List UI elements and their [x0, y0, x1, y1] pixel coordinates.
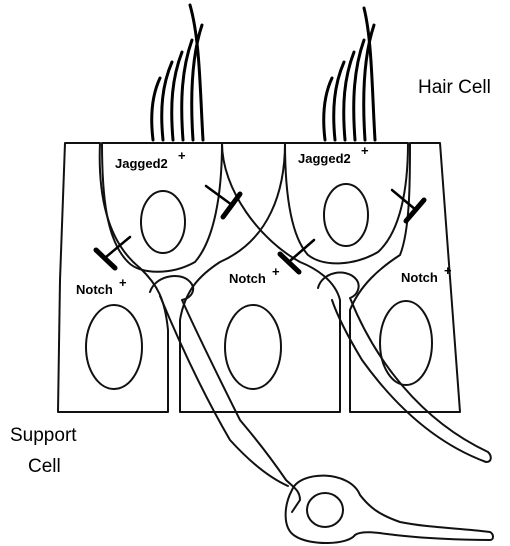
- notch-plus-3: +: [444, 263, 452, 278]
- support-cell-nucleus-2: [225, 305, 281, 389]
- stereocilia-bundle-right: [324, 8, 375, 140]
- nerve-fiber-left: [150, 276, 300, 512]
- hair-cell-nucleus-left: [141, 191, 185, 253]
- ganglion-nucleus: [307, 493, 343, 527]
- support-cell-1: [58, 143, 168, 412]
- jagged2-label-left: Jagged2: [115, 156, 168, 171]
- support-cell-nucleus-1: [86, 305, 142, 389]
- jagged2-label-right: Jagged2: [298, 151, 351, 166]
- stereocilia-bundle-left: [152, 5, 203, 140]
- notch-plus-2: +: [272, 264, 280, 279]
- jagged2-plus-left: +: [178, 148, 186, 163]
- notch-label-1: Notch: [76, 282, 113, 297]
- notch-label-2: Notch: [229, 271, 266, 286]
- support-label-line2: Cell: [28, 456, 61, 477]
- notch-plus-1: +: [119, 275, 127, 290]
- inhibition-symbol-jagged-left: [206, 186, 240, 217]
- spiral-ganglion-neuron: [286, 476, 493, 543]
- support-label-line1: Support: [10, 425, 77, 446]
- hair-cell-nucleus-right: [324, 184, 368, 246]
- support-cell-nucleus-3: [380, 301, 432, 385]
- notch-label-3: Notch: [401, 270, 438, 285]
- jagged2-plus-right: +: [361, 143, 369, 158]
- hair-cell-label: Hair Cell: [418, 77, 491, 98]
